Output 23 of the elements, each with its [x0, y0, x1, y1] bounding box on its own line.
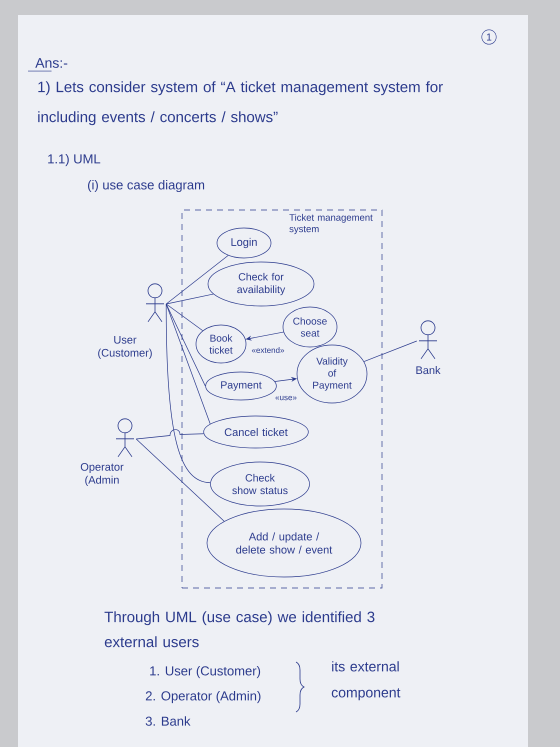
actor-label: Operator (Admin: [80, 463, 124, 486]
association-line: [166, 294, 214, 304]
section-heading: 1.1) UML: [48, 154, 100, 166]
association-line: [364, 340, 418, 362]
paragraph: Through UML (use case) we identified 3 external users: [104, 611, 374, 648]
list-item: 2. Operator (Admin): [146, 690, 260, 704]
association-line: [166, 304, 204, 331]
paragraph: 1) Lets consider system of “A ticket management system for including events / concerts / shows”: [38, 81, 443, 126]
association-line: [136, 438, 225, 522]
association-line: [136, 429, 204, 440]
association-line: [166, 304, 206, 386]
note: its external component: [332, 661, 400, 700]
edge-label: «extend»: [250, 346, 286, 354]
association-line: [166, 304, 211, 484]
answer-heading: Ans:-: [28, 58, 68, 72]
list-item: 1. User (Customer): [150, 666, 260, 678]
circled-number: 1: [482, 30, 497, 45]
association-line: [166, 304, 211, 424]
actor-label: Bank: [416, 366, 441, 374]
actor-label: User (Customer): [98, 336, 152, 359]
list-item: 3. Bank: [146, 716, 190, 726]
subheading: (i) use case diagram: [88, 180, 204, 192]
association-line: [166, 255, 228, 304]
